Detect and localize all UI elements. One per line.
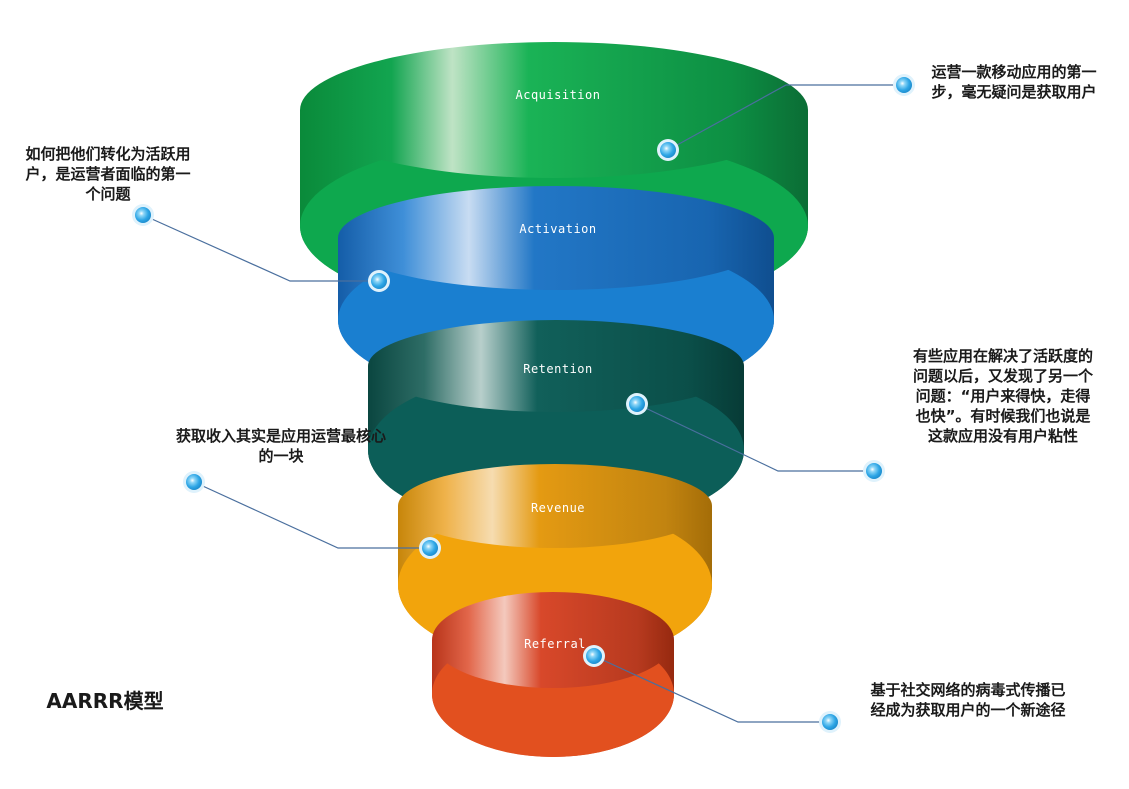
- connector-activation: [142, 214, 379, 282]
- dot-retention-end: [866, 463, 882, 479]
- connector-retention: [636, 403, 874, 472]
- referral-cap: [432, 592, 674, 688]
- dot-activation-start: [371, 273, 387, 289]
- retention-label: Retention: [523, 362, 593, 376]
- connector-revenue: [193, 481, 430, 549]
- activation-cap: [338, 186, 774, 290]
- connector-referral: [593, 655, 830, 723]
- dot-referral-start: [586, 648, 602, 664]
- dot-revenue-start: [422, 540, 438, 556]
- referral-label: Referral: [524, 637, 586, 651]
- dot-acquisition-start: [660, 142, 676, 158]
- acquisition-label: Acquisition: [516, 88, 601, 102]
- connector-lines: [142, 84, 904, 723]
- revenue-label: Revenue: [531, 501, 585, 515]
- note-acquisition: 运营一款移动应用的第一步，毫无疑问是获取用户: [931, 63, 1097, 101]
- dot-referral-end: [822, 714, 838, 730]
- note-activation: 如何把他们转化为活跃用户，是运营者面临的第一个问题: [25, 145, 191, 203]
- note-revenue: 获取收入其实是应用运营最核心的一块: [175, 427, 386, 465]
- note-referral: 基于社交网络的病毒式传播已经成为获取用户的一个新途径: [870, 681, 1066, 719]
- dot-revenue-end: [186, 474, 202, 490]
- connector-dots: [132, 74, 915, 733]
- activation-label: Activation: [519, 222, 596, 236]
- acquisition-cap: [300, 42, 808, 178]
- dot-retention-start: [629, 396, 645, 412]
- retention-cap: [368, 320, 744, 412]
- model-title: AARRR模型: [46, 689, 164, 713]
- dot-activation-end: [135, 207, 151, 223]
- connector-acquisition: [667, 84, 904, 151]
- referral-layer: Referral: [432, 592, 674, 757]
- revenue-cap: [398, 464, 712, 548]
- note-retention: 有些应用在解决了活跃度的问题以后，又发现了另一个问题：“用户来得快，走得也快”。…: [912, 347, 1093, 445]
- dot-acquisition-end: [896, 77, 912, 93]
